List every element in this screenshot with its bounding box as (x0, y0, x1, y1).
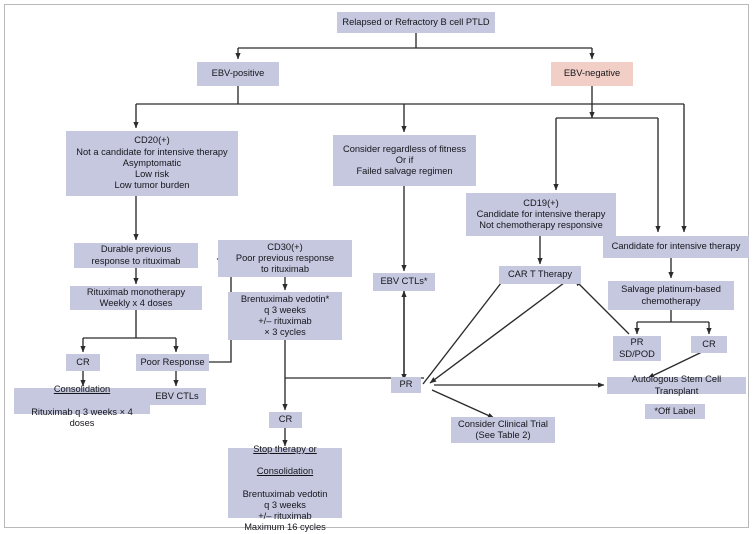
node-off-label-legend: *Off Label (645, 404, 705, 419)
node-poor-response: Poor Response (136, 354, 209, 371)
stop-therapy-heading-2: Consolidation (256, 466, 314, 477)
node-cd30: CD30(+) Poor previous response to rituxi… (218, 240, 352, 277)
node-autologous-stem-cell-transplant: Autologous Stem Cell Transplant (607, 374, 746, 396)
node-cr-left: CR (66, 354, 100, 371)
stop-therapy-heading-1: Stop therapy or (253, 443, 317, 454)
node-ebv-positive: EBV-positive (197, 62, 279, 86)
node-consider-clinical-trial: Consider Clinical Trial (See Table 2) (451, 417, 555, 443)
node-ebv-negative: EBV-negative (551, 62, 633, 86)
node-durable-previous-response: Durable previous response to rituximab (74, 243, 198, 268)
node-cd20: CD20(+) Not a candidate for intensive th… (66, 131, 238, 196)
node-cd19: CD19(+) Candidate for intensive therapy … (466, 193, 616, 236)
node-cr-mid: CR (269, 412, 302, 428)
consolidation-detail: Rituximab q 3 weeks × 4 doses (31, 406, 133, 428)
node-pr-sd-pod: PR SD/POD (613, 336, 661, 361)
node-salvage-platinum-chemotherapy: Salvage platinum-based chemotherapy (608, 281, 734, 310)
node-consolidation-rituximab: Consolidation Rituximab q 3 weeks × 4 do… (14, 384, 150, 428)
node-brentuximab-vedotin: Brentuximab vedotin* q 3 weeks +/– ritux… (228, 292, 342, 340)
node-candidate-intensive-therapy: Candidate for intensive therapy (603, 236, 749, 258)
node-car-t-therapy: CAR T Therapy (499, 266, 581, 284)
node-cr-right: CR (691, 336, 727, 353)
node-pr: PR (391, 377, 421, 393)
node-rituximab-monotherapy: Rituximab monotherapy Weekly x 4 doses (70, 286, 202, 310)
figure-border (4, 4, 749, 528)
stop-therapy-detail: Brentuximab vedotin q 3 weeks +/– rituxi… (242, 488, 328, 533)
node-stop-therapy-consolidation: Stop therapy or Consolidation Brentuxima… (228, 444, 342, 532)
node-ebv-ctls-star: EBV CTLs* (373, 273, 435, 291)
consolidation-heading: Consolidation (53, 384, 111, 395)
node-consider-regardless-fitness: Consider regardless of fitness Or if Fai… (333, 135, 476, 186)
node-ebv-ctls: EBV CTLs (148, 388, 206, 405)
node-root: Relapsed or Refractory B cell PTLD (337, 12, 495, 33)
